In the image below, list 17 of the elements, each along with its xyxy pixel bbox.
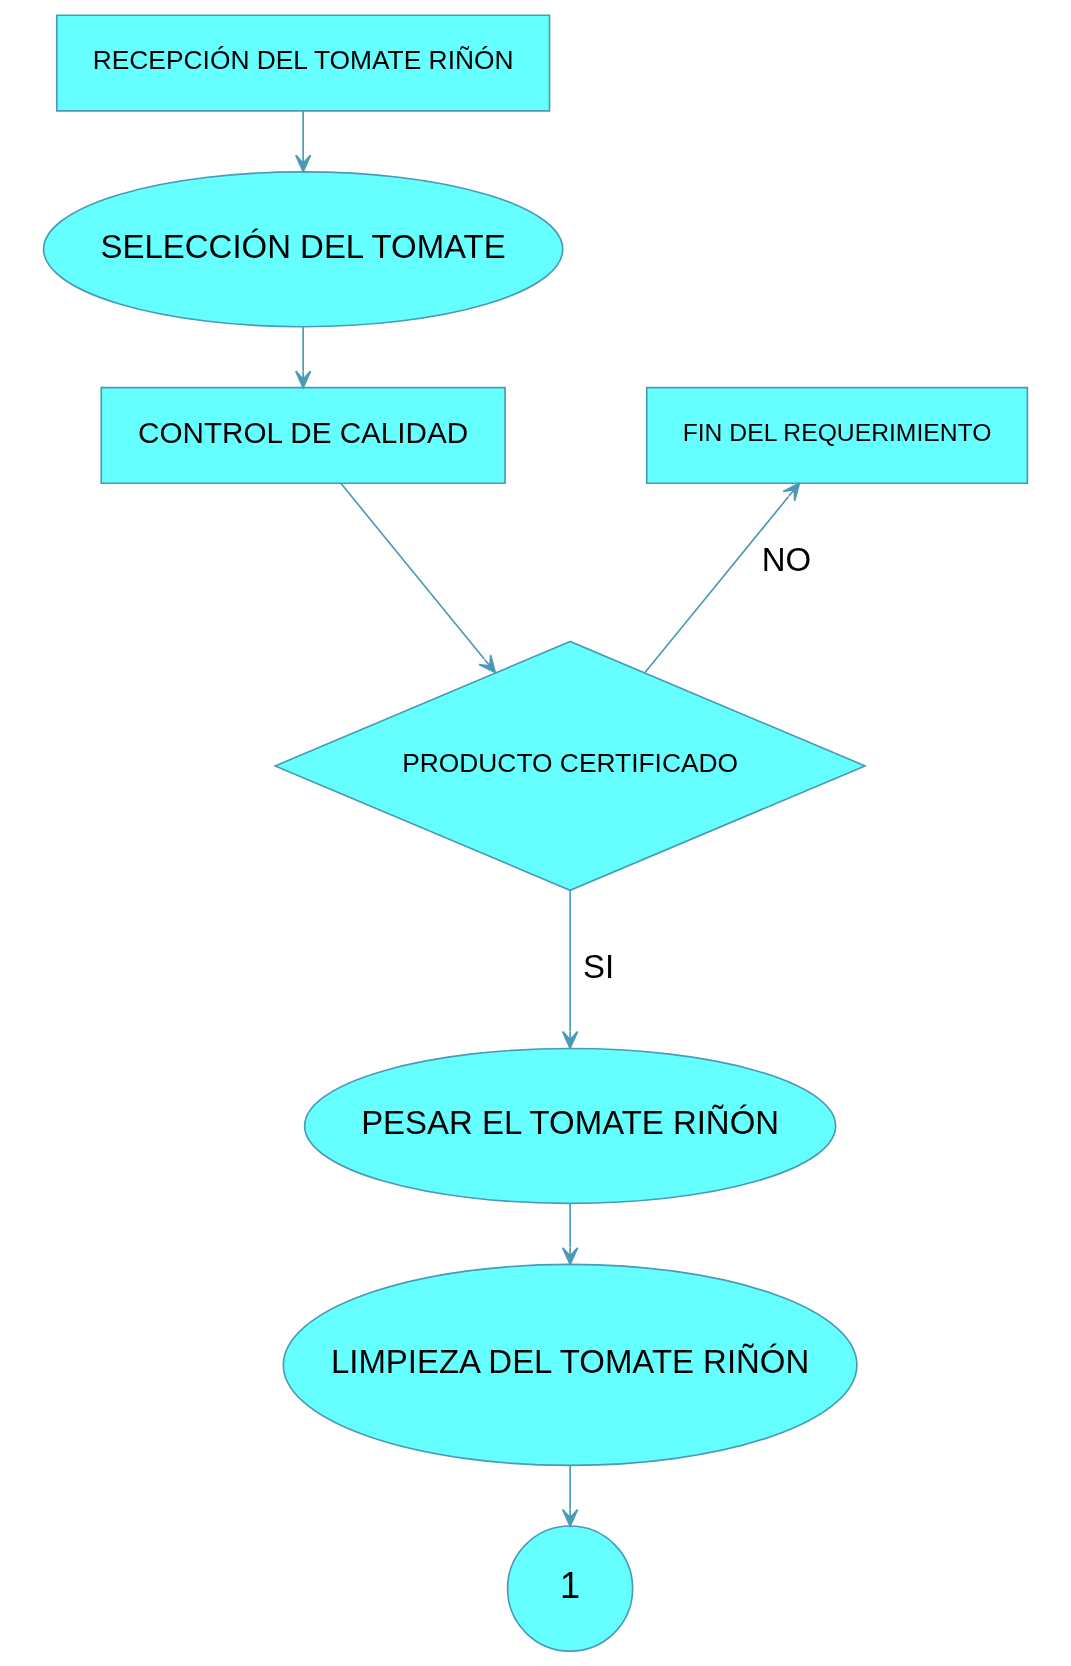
arrow: [561, 889, 579, 1049]
arrow: [561, 1464, 579, 1527]
node-ellipse: PESAR EL TOMATE RIÑÓN: [303, 1047, 837, 1205]
arrow: [294, 326, 312, 389]
node-circle: 1: [506, 1525, 634, 1652]
edge-label: SI: [582, 947, 615, 985]
node-ellipse: LIMPIEZA DEL TOMATE RIÑÓN: [282, 1263, 858, 1467]
arrow: [294, 110, 312, 173]
arrow: [561, 1202, 579, 1266]
node-box: CONTROL DE CALIDAD: [100, 386, 506, 485]
node-box: FIN DEL REQUERIMIENTO: [645, 386, 1029, 485]
node-diamond: PRODUCTO CERTIFICADO: [273, 640, 868, 892]
node-box: RECEPCIÓN DEL TOMATE RIÑÓN: [55, 14, 551, 112]
arrow: [644, 482, 801, 674]
node-ellipse: SELECCIÓN DEL TOMATE: [42, 171, 564, 328]
arrow: [340, 482, 497, 674]
edge-label: NO: [761, 540, 812, 578]
